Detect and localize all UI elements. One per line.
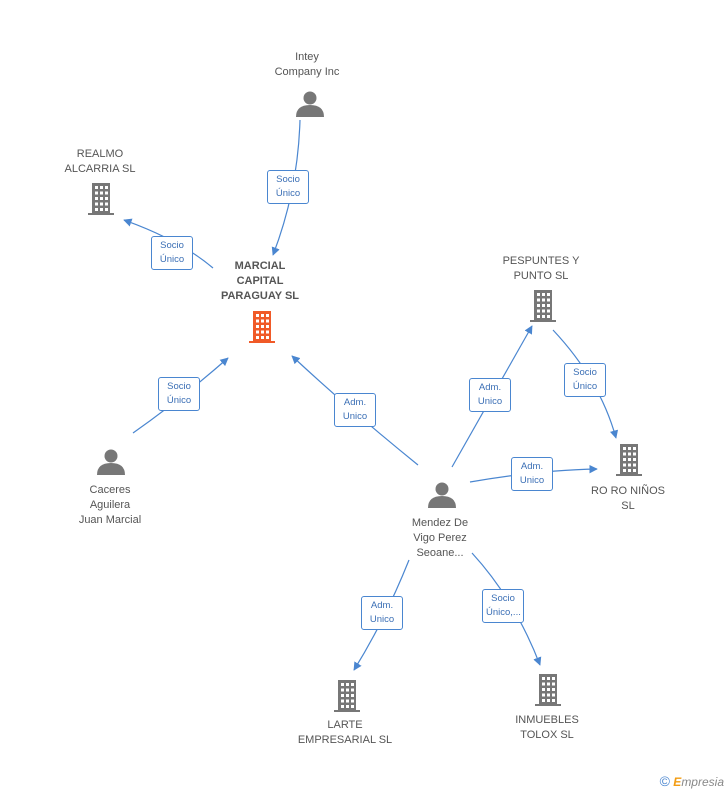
node-label-roro[interactable]: RO RO NIÑOS SL — [573, 484, 683, 514]
edge-label-line: Único — [275, 188, 301, 199]
edge-label-line: Socio — [160, 240, 184, 251]
node-label-pespuntes[interactable]: PESPUNTES Y PUNTO SL — [486, 254, 596, 284]
node-label-line: MARCIAL — [234, 260, 286, 272]
edge-label-line: Único,... — [486, 607, 521, 618]
edge-label-line: Adm. — [343, 397, 367, 408]
node-label-line: PESPUNTES Y — [502, 255, 580, 267]
node-label-line: EMPRESARIAL SL — [297, 734, 393, 746]
node-label-line: Intey — [295, 51, 319, 63]
brand-initial: E — [673, 775, 682, 789]
node-label-line: Caceres — [89, 484, 131, 496]
edge-label-line: Único — [166, 395, 192, 406]
node-label-line: REALMO — [76, 148, 124, 160]
edge-label-mendez-to-pespuntes[interactable]: Adm. Unico — [469, 378, 511, 412]
node-label-line: TOLOX SL — [520, 729, 574, 741]
building-icon-larte[interactable] — [334, 680, 360, 712]
building-icon-marcial[interactable] — [249, 311, 275, 343]
brand-watermark: © Empresia — [660, 773, 724, 789]
node-label-marcial[interactable]: MARCIAL CAPITAL PARAGUAY SL — [205, 259, 315, 304]
node-label-line: Vigo Perez — [413, 532, 467, 544]
copyright-symbol: © — [659, 773, 670, 789]
edge-label-mendez-to-larte[interactable]: Adm. Unico — [361, 596, 403, 630]
node-label-inmuebles[interactable]: INMUEBLES TOLOX SL — [492, 713, 602, 743]
node-label-line: Seoane... — [416, 547, 464, 559]
node-label-line: PUNTO SL — [513, 270, 569, 282]
edge-label-line: Socio — [167, 381, 191, 392]
brand-name: mpresia — [681, 775, 724, 789]
edge-label-line: Unico — [477, 396, 503, 407]
node-label-realmo[interactable]: REALMO ALCARRIA SL — [45, 147, 155, 177]
edge-label-line: Unico — [342, 411, 368, 422]
edge-label-mendez-to-roro[interactable]: Adm. Unico — [511, 457, 553, 491]
node-label-line: Company Inc — [274, 66, 340, 78]
node-label-line: CAPITAL — [236, 275, 284, 287]
edge-label-line: Adm. — [370, 600, 394, 611]
node-label-line: ALCARRIA SL — [64, 163, 136, 175]
edge-label-line: Socio — [491, 593, 515, 604]
person-icon-mendez[interactable] — [428, 482, 456, 509]
edge-label-line: Adm. — [478, 382, 502, 393]
edge-label-line: Socio — [276, 174, 300, 185]
node-label-line: PARAGUAY SL — [220, 290, 300, 302]
edge-label-line: Unico — [369, 614, 395, 625]
node-label-line: LARTE — [327, 719, 363, 731]
edge-label-line: Único — [572, 381, 598, 392]
person-icon-caceres[interactable] — [97, 449, 125, 476]
edge-label-mendez-to-marcial[interactable]: Adm. Unico — [334, 393, 376, 427]
node-label-line: RO RO NIÑOS — [591, 485, 665, 497]
node-label-larte[interactable]: LARTE EMPRESARIAL SL — [285, 718, 405, 748]
node-label-line: INMUEBLES — [515, 714, 579, 726]
icon-layer — [88, 91, 642, 712]
node-label-line: Aguilera — [89, 499, 131, 511]
person-icon-intey[interactable] — [296, 91, 324, 118]
node-label-line: Juan Marcial — [78, 514, 142, 526]
node-label-line: Mendez De — [411, 517, 469, 529]
building-icon-realmo[interactable] — [88, 183, 114, 215]
building-icon-roro[interactable] — [616, 444, 642, 476]
edge-label-line: Único — [159, 254, 185, 265]
node-label-line: SL — [621, 500, 635, 512]
building-icon-inmuebles[interactable] — [535, 674, 561, 706]
edge-label-line: Socio — [573, 367, 597, 378]
edge-label-line: Unico — [519, 475, 545, 486]
building-icon-pespuntes[interactable] — [530, 290, 556, 322]
edge-label-line: Adm. — [520, 461, 544, 472]
